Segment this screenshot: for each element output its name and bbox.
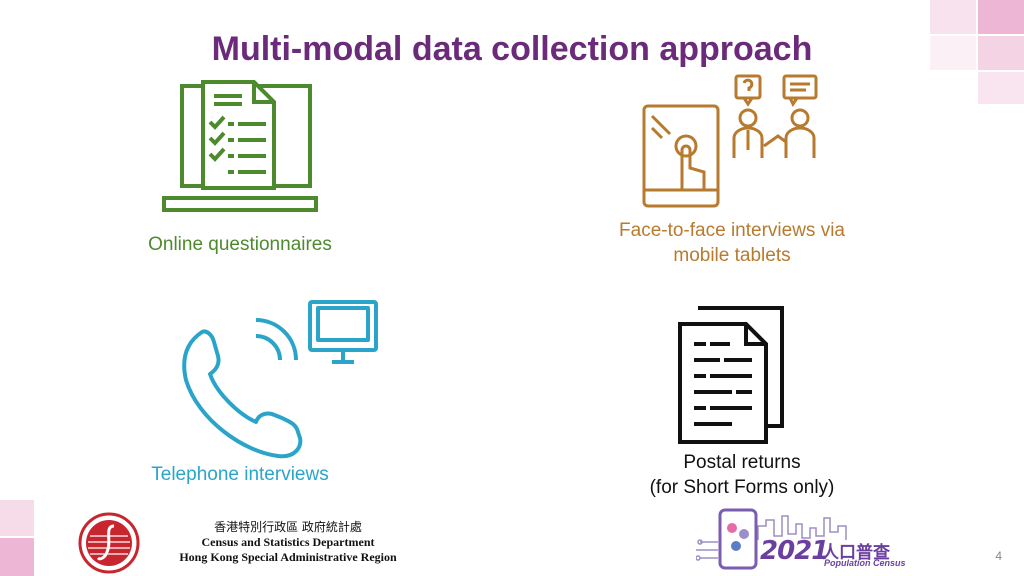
census-year: 2021 [760, 536, 829, 566]
online-questionnaires-label: Online questionnaires [148, 234, 332, 255]
laptop-questionnaire-icon [162, 80, 318, 212]
page-number: 4 [995, 549, 1002, 563]
face-to-face-label: Face-to-face interviews via mobile table… [592, 218, 872, 268]
tablet-interview-icon [642, 74, 818, 208]
telephone-icon [182, 300, 378, 459]
csd-chinese-name: 香港特別行政區 政府統計處 [214, 520, 362, 534]
face-to-face-line2: mobile tablets [673, 245, 791, 266]
census-chinese-name: 人口普查 [822, 543, 890, 563]
census-english-name: Population Census [824, 558, 906, 568]
slide-title: Multi-modal data collection approach [211, 30, 813, 68]
postal-line1: Postal returns [683, 452, 801, 473]
postal-documents-icon [678, 306, 784, 444]
census-skyline-icon [696, 508, 847, 570]
corner-decoration-top [930, 0, 1024, 104]
face-to-face-line1: Face-to-face interviews via [619, 220, 845, 241]
csd-region-name: Hong Kong Special Administrative Region [179, 550, 397, 564]
csd-department-name: Census and Statistics Department [201, 535, 375, 549]
postal-line2: (for Short Forms only) [649, 477, 835, 498]
postal-returns-label: Postal returns (for Short Forms only) [602, 450, 882, 500]
corner-decoration-bottom [0, 500, 34, 576]
csd-logo-icon [78, 512, 140, 574]
population-census-logo: 2021 人口普查 Population Census [696, 506, 906, 572]
telephone-interviews-label: Telephone interviews [151, 464, 329, 485]
